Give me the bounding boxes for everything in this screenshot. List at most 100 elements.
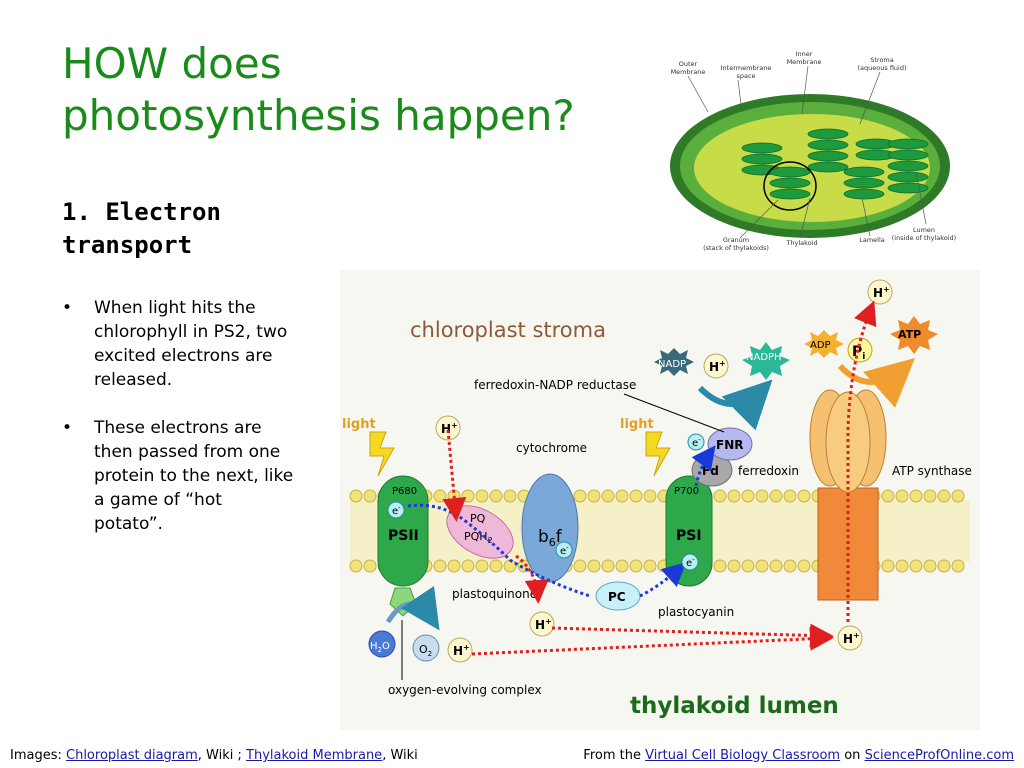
link-chloroplast-diagram[interactable]: Chloroplast diagram bbox=[66, 748, 198, 763]
label-inner-membrane-2: Membrane bbox=[787, 58, 822, 66]
electrons: e-e-e-e- bbox=[387, 433, 705, 571]
label-chloroplast-stroma: chloroplast stroma bbox=[410, 318, 606, 342]
electron-circle bbox=[387, 501, 405, 519]
nadph-burst bbox=[742, 342, 790, 380]
lipid-head bbox=[587, 489, 601, 503]
lipid-head bbox=[475, 489, 489, 503]
label-plastoquinone: plastoquinone bbox=[452, 587, 537, 601]
proton-path bbox=[846, 300, 877, 622]
lipid-head bbox=[349, 559, 363, 573]
chloroplast-diagram: Outer Membrane Intermembrane space Inner… bbox=[670, 50, 956, 252]
lipid-head bbox=[895, 489, 909, 503]
electron-transport-path bbox=[691, 445, 716, 487]
photosystem-ii bbox=[377, 475, 429, 617]
electron-label: e- bbox=[560, 544, 569, 557]
lipid-head bbox=[643, 489, 657, 503]
label-b6f: b6f bbox=[538, 527, 563, 549]
proton-label: H+ bbox=[441, 421, 458, 436]
bullet-item: •When light hits the chlorophyll in PS2,… bbox=[62, 296, 294, 392]
link-virtual-cell-biology-classroom[interactable]: Virtual Cell Biology Classroom bbox=[645, 748, 841, 763]
lipid-head bbox=[349, 489, 363, 503]
lipid-head bbox=[461, 489, 475, 503]
proton-circle bbox=[447, 637, 473, 663]
thylakoid-membrane-diagram: chloroplast stroma thylakoid lumen light… bbox=[340, 270, 980, 730]
lipid-head bbox=[741, 559, 755, 573]
lipid-head bbox=[363, 559, 377, 573]
footer-from-prefix: From the bbox=[583, 748, 646, 763]
lipid-head bbox=[755, 489, 769, 503]
footer-separator: , Wiki bbox=[382, 748, 418, 763]
proton-circle bbox=[529, 611, 555, 637]
label-light-2: light bbox=[620, 417, 654, 432]
lipid-head bbox=[727, 559, 741, 573]
bullet-list: •When light hits the chlorophyll in PS2,… bbox=[62, 296, 294, 560]
lipid-head bbox=[629, 489, 643, 503]
title-line-1: HOW does bbox=[62, 39, 282, 88]
label-oxygen-evolving-complex: oxygen-evolving complex bbox=[388, 683, 542, 697]
label-granum-1: Granum bbox=[723, 236, 749, 244]
label-inner-membrane-1: Inner bbox=[796, 50, 813, 58]
proton-path bbox=[471, 626, 834, 656]
proton-path bbox=[515, 554, 549, 604]
lipid-head bbox=[783, 559, 797, 573]
link-thylakoid-membrane[interactable]: Thylakoid Membrane bbox=[246, 748, 383, 763]
lipid-head bbox=[895, 559, 909, 573]
proton-label: H+ bbox=[453, 643, 470, 658]
label-fnr: FNR bbox=[716, 438, 743, 452]
proton-path bbox=[442, 429, 467, 522]
nadp-burst bbox=[654, 348, 694, 376]
label-psi: PSI bbox=[676, 528, 702, 544]
lipid-head bbox=[601, 489, 615, 503]
atp-burst bbox=[890, 316, 938, 354]
title-line-2: photosynthesis happen? bbox=[62, 91, 575, 140]
lipid-head bbox=[447, 559, 461, 573]
lipid-head bbox=[573, 489, 587, 503]
lipid-head bbox=[741, 489, 755, 503]
bullet-item: •These electrons are then passed from on… bbox=[62, 416, 294, 536]
electron-circle bbox=[555, 541, 573, 559]
lipid-head bbox=[615, 489, 629, 503]
proton-label: H+ bbox=[873, 285, 890, 300]
footer-separator: , Wiki ; bbox=[197, 748, 247, 763]
lipid-head bbox=[713, 559, 727, 573]
label-nadph: NADPH bbox=[746, 352, 782, 363]
lipid-head bbox=[783, 489, 797, 503]
leader-line bbox=[623, 393, 725, 433]
label-p700: P700 bbox=[674, 486, 699, 497]
footer-source-credit: From the Virtual Cell Biology Classroom … bbox=[583, 747, 1014, 765]
section-heading: 1. Electron transport bbox=[62, 196, 322, 262]
label-psii: PSII bbox=[388, 528, 419, 544]
footer-image-credits: Images: Chloroplast diagram, Wiki ; Thyl… bbox=[10, 747, 418, 765]
o2-circle bbox=[412, 634, 440, 662]
lipid-head bbox=[503, 559, 517, 573]
lipid-head bbox=[923, 559, 937, 573]
link-scienceprofonline[interactable]: ScienceProfOnline.com bbox=[864, 748, 1014, 763]
lipid-head bbox=[587, 559, 601, 573]
label-thylakoid: Thylakoid bbox=[785, 239, 817, 247]
lipid-head bbox=[769, 489, 783, 503]
granum-highlight-circle bbox=[763, 161, 817, 211]
lipid-head bbox=[923, 489, 937, 503]
label-thylakoid-lumen: thylakoid lumen bbox=[630, 693, 839, 719]
label-lumen-1: Lumen bbox=[913, 226, 935, 234]
lipid-head bbox=[909, 489, 923, 503]
water-splitting-arrow bbox=[385, 585, 440, 631]
label-h2o: H2O bbox=[370, 641, 390, 654]
lipid-head bbox=[433, 489, 447, 503]
label-ferredoxin: ferredoxin bbox=[738, 464, 799, 478]
proton-circle bbox=[435, 415, 461, 441]
lipid-head bbox=[881, 489, 895, 503]
lipid-head bbox=[601, 559, 615, 573]
label-nadp: NADP bbox=[658, 359, 686, 370]
lipid-head bbox=[909, 559, 923, 573]
label-atp-synthase: ATP synthase bbox=[892, 464, 972, 478]
bullet-marker: • bbox=[62, 298, 73, 318]
label-intermembrane-1: Intermembrane bbox=[721, 64, 772, 72]
lipid-head bbox=[489, 489, 503, 503]
light-bolt-icon bbox=[369, 431, 395, 477]
lipid-head bbox=[363, 489, 377, 503]
label-outer-membrane-2: Membrane bbox=[671, 68, 706, 76]
nadp-reduction-arrow bbox=[697, 379, 773, 431]
atp-synthesis-arrow bbox=[837, 358, 915, 408]
label-stroma-1: Stroma bbox=[870, 56, 894, 64]
